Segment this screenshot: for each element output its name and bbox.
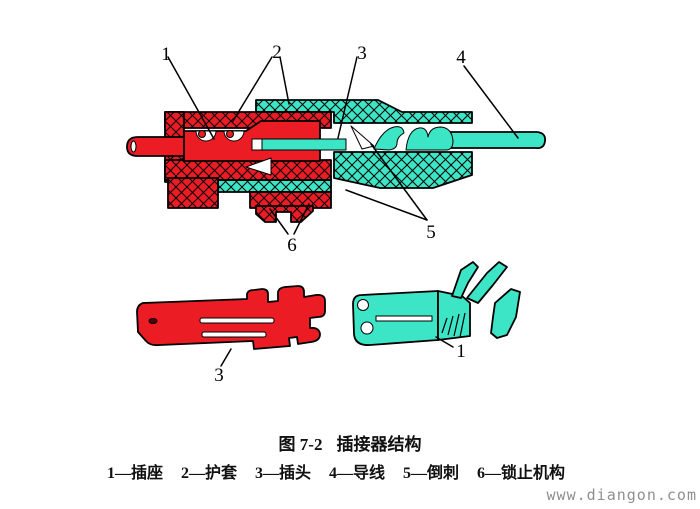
red-wire — [126, 136, 189, 157]
red-lock-bar — [249, 191, 332, 209]
red-sheath-lower-block — [167, 177, 219, 209]
red-wire-core — [130, 140, 137, 153]
leader-line-female — [435, 336, 454, 348]
figure-number: 图 7-2 — [278, 435, 323, 454]
cyan-sheath-bottom — [333, 151, 473, 189]
socket-spring-front — [373, 126, 405, 151]
callout-1: 1 — [161, 44, 171, 65]
leader-line-2b — [279, 56, 290, 105]
watermark: www.diangon.com — [546, 486, 697, 504]
crimp-transition — [437, 290, 471, 341]
cross-section-view: 1 2 3 4 5 6 — [126, 42, 546, 256]
lock-lance-window — [245, 157, 272, 176]
legend-item-6: 6—锁止机构 — [477, 465, 566, 482]
leader-line-6b — [293, 203, 310, 235]
blade-slot — [251, 138, 263, 151]
leader-line-5b — [345, 189, 428, 221]
callout-4: 4 — [456, 47, 466, 68]
terminal-slot-lower — [201, 331, 267, 338]
barb-cyan — [350, 125, 375, 150]
leader-line-1 — [167, 56, 215, 140]
serration-2 — [447, 315, 454, 336]
cyan-wire — [449, 131, 546, 150]
red-sheath-bottom — [164, 159, 332, 181]
leader-line-6a — [269, 208, 289, 235]
plug-blade — [261, 138, 347, 151]
serration-4 — [459, 312, 466, 338]
legend-item-3: 3—插头 — [254, 465, 311, 482]
red-connector-half — [126, 111, 332, 223]
callout-2: 2 — [272, 42, 282, 63]
socket-spring-rear — [405, 126, 454, 151]
connector-diagram: 1 2 3 4 5 6 3 — [126, 42, 546, 386]
legend-item-4: 4—导线 — [329, 465, 386, 482]
callout-5: 5 — [426, 222, 436, 243]
female-terminal-drawing: 1 — [352, 261, 521, 362]
leader-line-2a — [232, 56, 273, 122]
leader-line-3 — [337, 56, 358, 139]
legend-item-5: 5—倒刺 — [403, 465, 460, 482]
callout-female-terminal: 1 — [456, 341, 466, 362]
cyan-connector-half — [217, 99, 546, 193]
crimp-wing-right — [490, 288, 521, 339]
box-slot — [375, 315, 433, 322]
legend-item-2: 2—护套 — [180, 465, 237, 482]
barb-flap-1 — [198, 130, 206, 138]
figure-caption: 图 7-2 插接器结构 — [0, 430, 700, 455]
serration-3 — [453, 313, 460, 337]
terminal-hole — [148, 318, 158, 324]
callout-6: 6 — [287, 235, 297, 256]
rolled-edge-bottom — [360, 321, 374, 335]
leader-line-5a — [370, 143, 428, 221]
leader-line-male — [220, 348, 232, 367]
rolled-edge-top — [357, 299, 369, 311]
serration-1 — [441, 317, 448, 334]
crimp-wing-tall — [466, 261, 508, 304]
callout-3: 3 — [357, 43, 367, 64]
figure-title: 插接器结构 — [336, 435, 422, 454]
figure-legend: 1—插座 2—护套 3—插头 4—导线 5—倒刺 6—锁止机构 — [0, 459, 672, 483]
leader-line-4 — [463, 65, 519, 139]
callout-male-terminal: 3 — [214, 365, 224, 386]
crimp-wing-left — [451, 261, 479, 299]
legend-item-1: 1—插座 — [106, 465, 163, 482]
cyan-sheath-strip — [217, 179, 332, 193]
barb-flap-2 — [226, 130, 234, 138]
terminal-slot-upper — [199, 317, 275, 324]
male-terminal-drawing: 3 — [136, 285, 326, 386]
